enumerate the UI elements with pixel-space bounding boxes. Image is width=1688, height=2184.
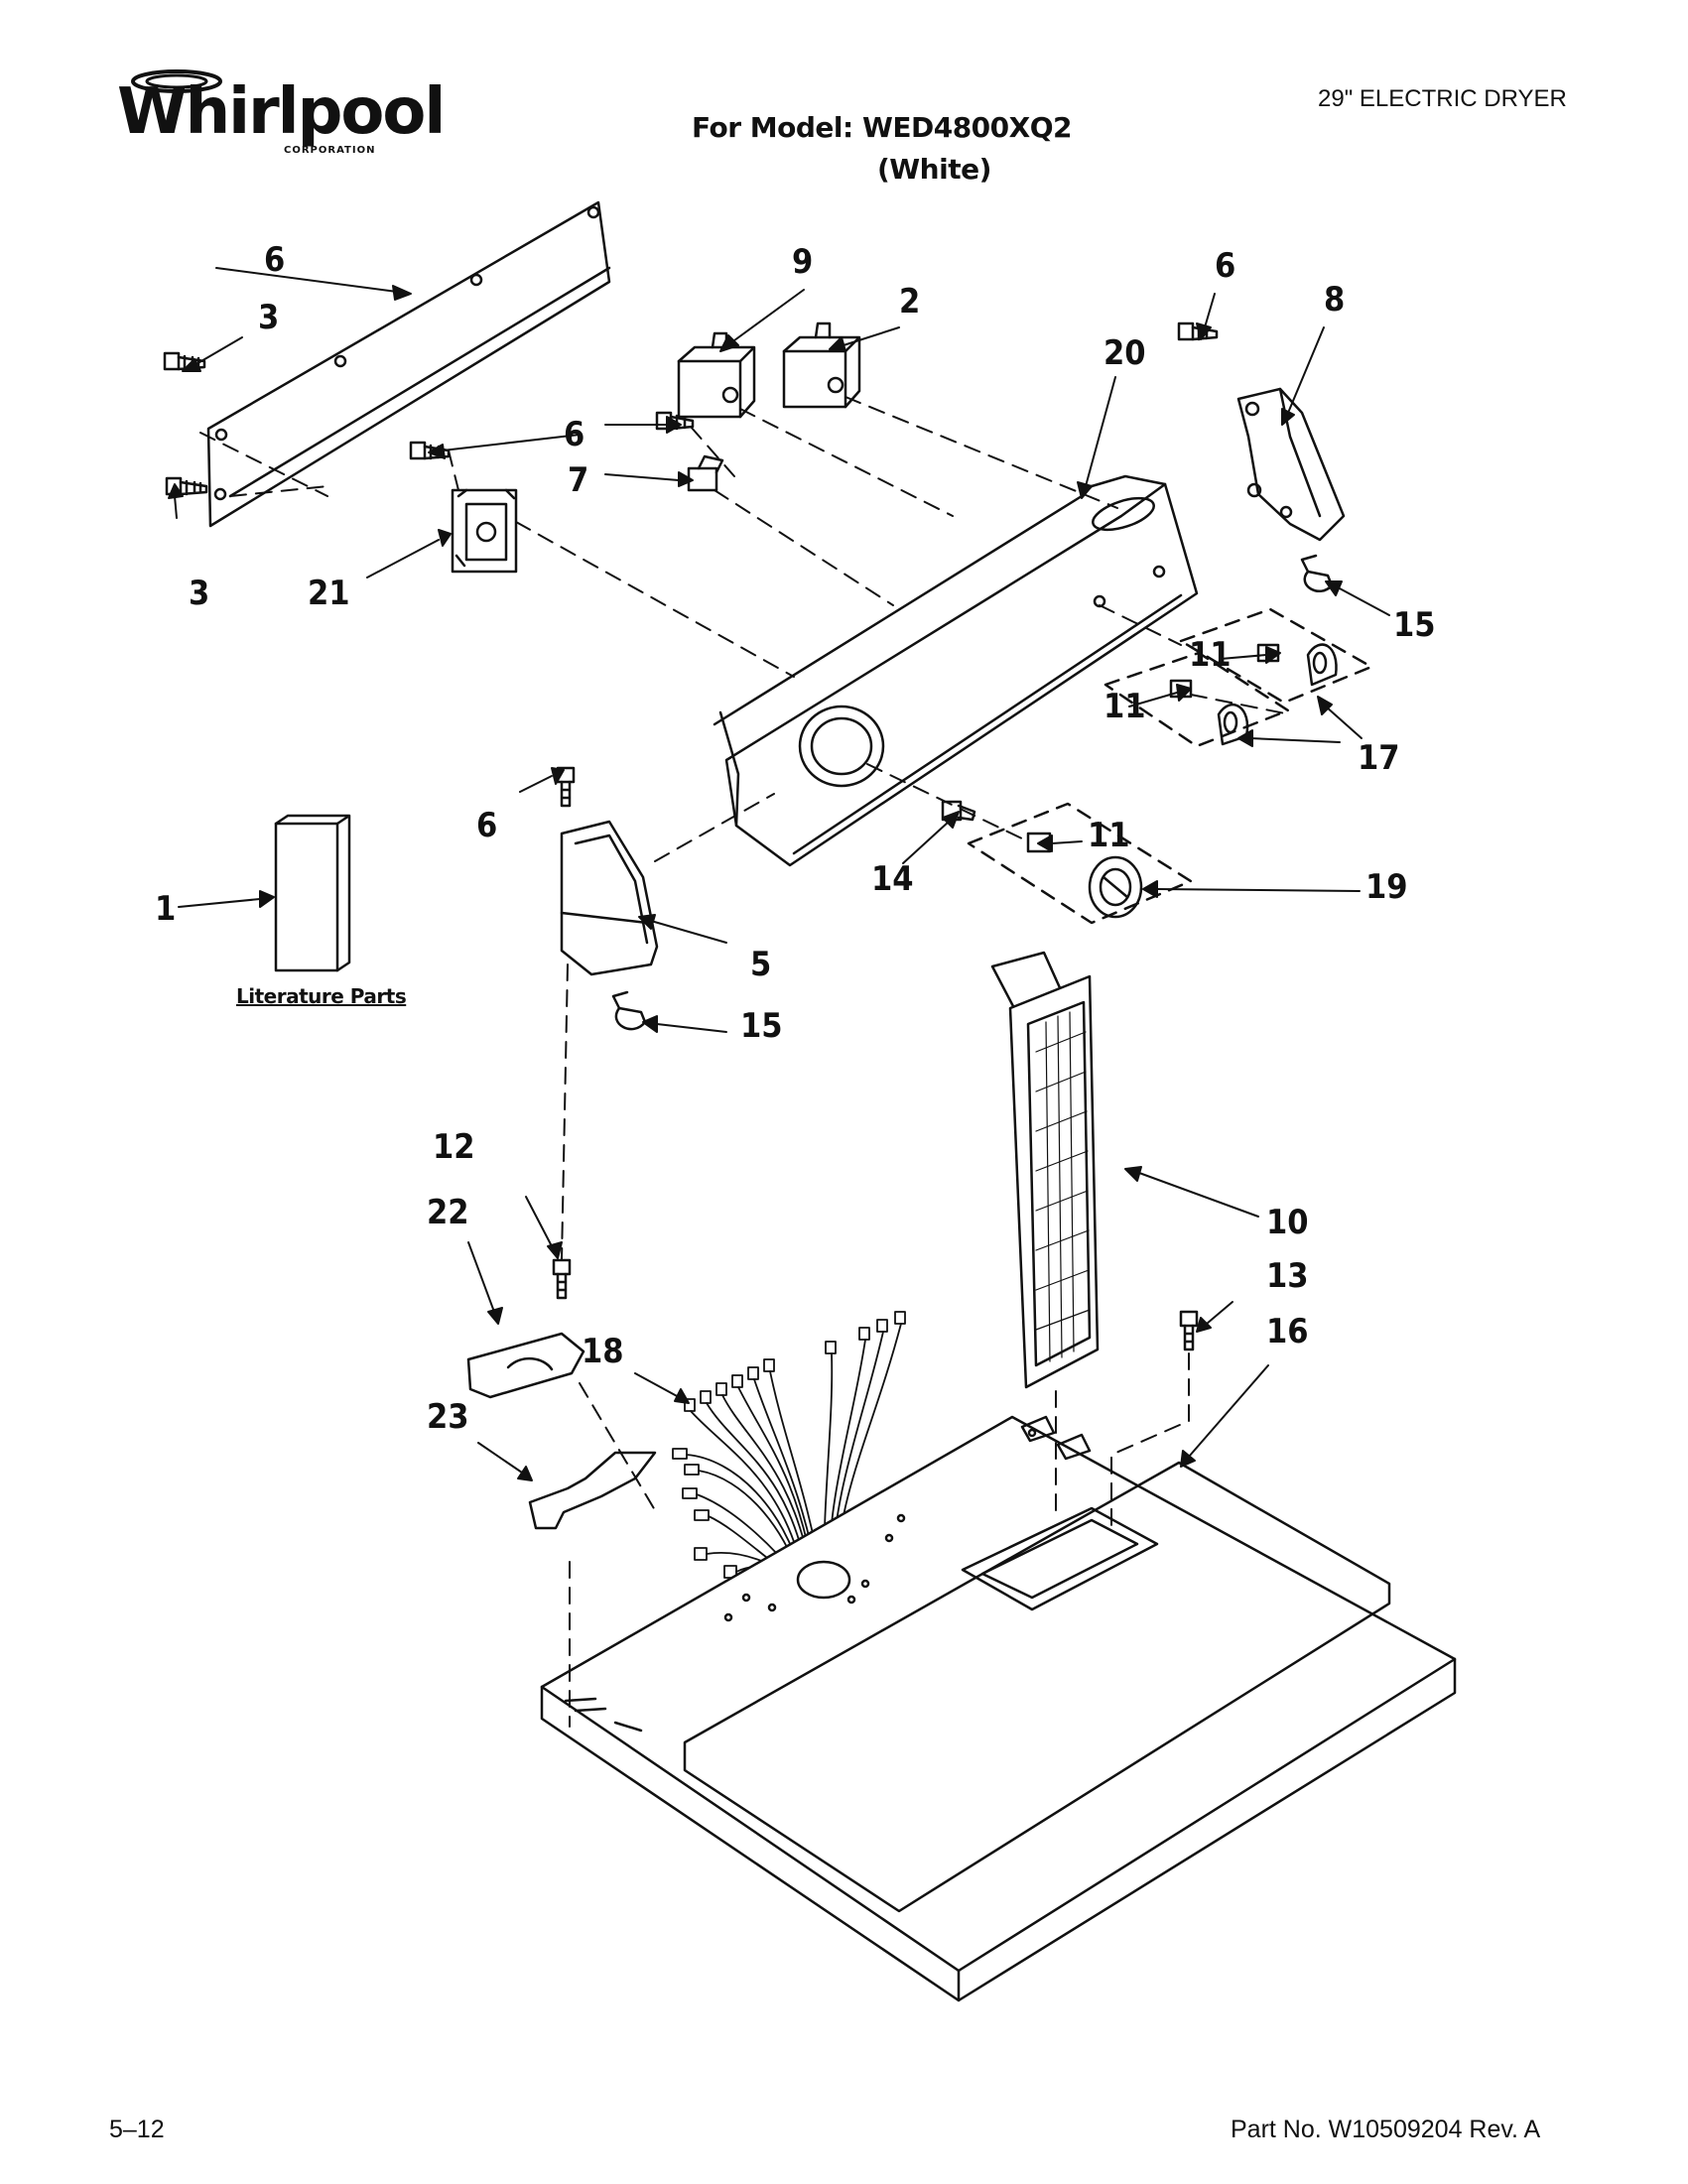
callout-1: 1 bbox=[155, 889, 177, 929]
end-cap-bracket bbox=[1236, 387, 1346, 542]
end-cap-part bbox=[560, 820, 659, 976]
literature-parts-label: Literature Parts bbox=[236, 984, 407, 1008]
callout-11-b: 11 bbox=[1104, 687, 1146, 726]
switch-2 bbox=[782, 321, 861, 409]
callout-3-bottom: 3 bbox=[189, 574, 210, 613]
brand-name: Whirlpool bbox=[117, 75, 446, 149]
callout-leaders bbox=[168, 267, 1390, 1481]
plate-22 bbox=[466, 1332, 585, 1399]
callout-6-console: 6 bbox=[476, 806, 498, 845]
page-number: 5–12 bbox=[109, 2116, 165, 2143]
callout-3-top: 3 bbox=[258, 298, 280, 337]
callout-22: 22 bbox=[427, 1193, 469, 1232]
callout-23: 23 bbox=[427, 1397, 469, 1437]
callout-11-c: 11 bbox=[1088, 816, 1130, 855]
callout-21: 21 bbox=[308, 574, 350, 613]
screw-3-upper bbox=[163, 351, 206, 371]
screw-6-console bbox=[556, 766, 576, 808]
callout-10: 10 bbox=[1266, 1203, 1309, 1242]
literature-book bbox=[274, 814, 351, 972]
knob-group-boxes bbox=[967, 607, 1373, 925]
callout-15-bottom: 15 bbox=[740, 1006, 783, 1046]
callout-20: 20 bbox=[1104, 333, 1146, 373]
top-panel bbox=[540, 1415, 1457, 2002]
callout-18: 18 bbox=[582, 1332, 624, 1371]
clip-part bbox=[687, 454, 724, 492]
brand-subtitle: CORPORATION bbox=[284, 145, 376, 156]
callout-7: 7 bbox=[568, 460, 589, 500]
callout-19: 19 bbox=[1365, 867, 1408, 907]
lint-filter bbox=[990, 951, 1100, 1389]
knob-17-upper bbox=[1306, 643, 1338, 687]
assembly-lines bbox=[199, 396, 1291, 1728]
clip-15-upper bbox=[1300, 554, 1334, 592]
callout-17: 17 bbox=[1358, 738, 1400, 778]
callout-9: 9 bbox=[792, 242, 814, 282]
callout-14: 14 bbox=[871, 859, 914, 899]
callout-16: 16 bbox=[1266, 1312, 1309, 1351]
knob-19 bbox=[1088, 855, 1143, 919]
callout-2: 2 bbox=[899, 282, 921, 321]
callout-15-top: 15 bbox=[1393, 605, 1436, 645]
timer-part bbox=[451, 488, 518, 574]
product-title: 29" ELECTRIC DRYER bbox=[1318, 85, 1567, 112]
callout-6-right: 6 bbox=[1215, 246, 1236, 286]
logo-swoosh bbox=[131, 69, 222, 93]
callout-11-a: 11 bbox=[1189, 635, 1232, 675]
switch-9 bbox=[677, 331, 756, 419]
callout-6-left: 6 bbox=[564, 415, 585, 454]
plate-23 bbox=[528, 1451, 657, 1530]
part-number: Part No. W10509204 Rev. A bbox=[1231, 2116, 1541, 2143]
callout-8: 8 bbox=[1324, 280, 1346, 320]
callout-4: 5 bbox=[750, 945, 772, 984]
callout-12: 12 bbox=[433, 1127, 475, 1167]
callout-13: 13 bbox=[1266, 1256, 1309, 1296]
screw-12 bbox=[552, 1258, 572, 1300]
wire-harness bbox=[672, 1311, 906, 1589]
screw-13 bbox=[1179, 1310, 1199, 1351]
callout-5: 6 bbox=[264, 240, 286, 280]
model-color: (White) bbox=[877, 153, 991, 186]
clip-15-lower bbox=[611, 990, 647, 1031]
rear-panel-part bbox=[206, 200, 611, 528]
model-title: For Model: WED4800XQ2 bbox=[692, 111, 1073, 144]
